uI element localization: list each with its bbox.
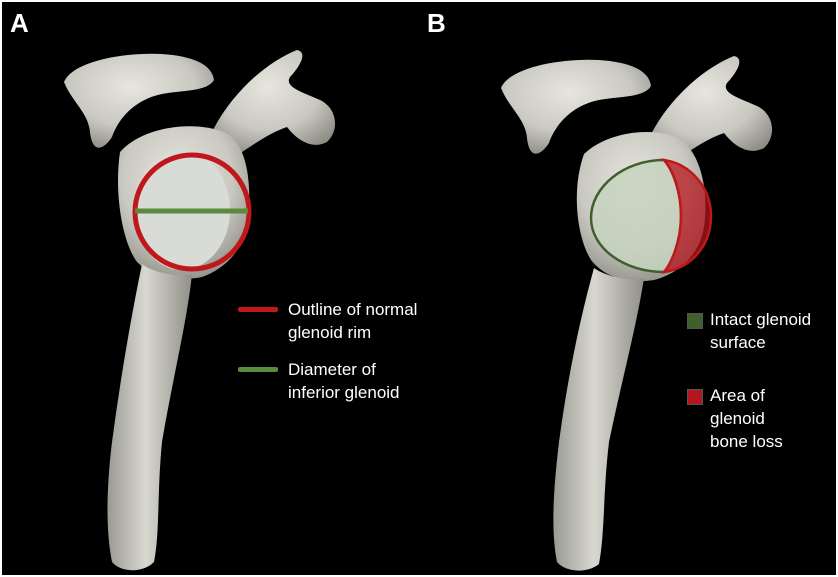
scapula-illustration-b — [419, 2, 836, 575]
red-box-swatch-icon — [687, 389, 703, 405]
legend-item-diameter: Diameter of inferior glenoid — [238, 358, 417, 404]
legend-item-bone-loss: Area of glenoid bone loss — [687, 384, 811, 453]
panel-a: A Outline of normal glenoid rim Diameter… — [2, 2, 419, 575]
legend-label-bone-loss: Area of glenoid bone loss — [710, 384, 783, 453]
legend-a: Outline of normal glenoid rim Diameter o… — [238, 298, 417, 418]
scapula-shaft — [108, 264, 193, 570]
panel-label-b: B — [427, 8, 446, 39]
legend-item-rim-outline: Outline of normal glenoid rim — [238, 298, 417, 344]
legend-item-intact-surface: Intact glenoid surface — [687, 308, 811, 354]
scapula-illustration-a — [2, 2, 419, 575]
red-line-swatch-icon — [238, 307, 278, 312]
panel-b: B Intact glenoid surface Area of glenoid… — [419, 2, 836, 575]
scapula-shaft — [553, 268, 644, 571]
legend-b: Intact glenoid surface Area of glenoid b… — [687, 308, 811, 467]
green-line-swatch-icon — [238, 367, 278, 372]
green-box-swatch-icon — [687, 313, 703, 329]
legend-label-diameter: Diameter of inferior glenoid — [288, 358, 400, 404]
legend-label-intact-surface: Intact glenoid surface — [710, 308, 811, 354]
legend-label-rim-outline: Outline of normal glenoid rim — [288, 298, 417, 344]
panel-label-a: A — [10, 8, 29, 39]
